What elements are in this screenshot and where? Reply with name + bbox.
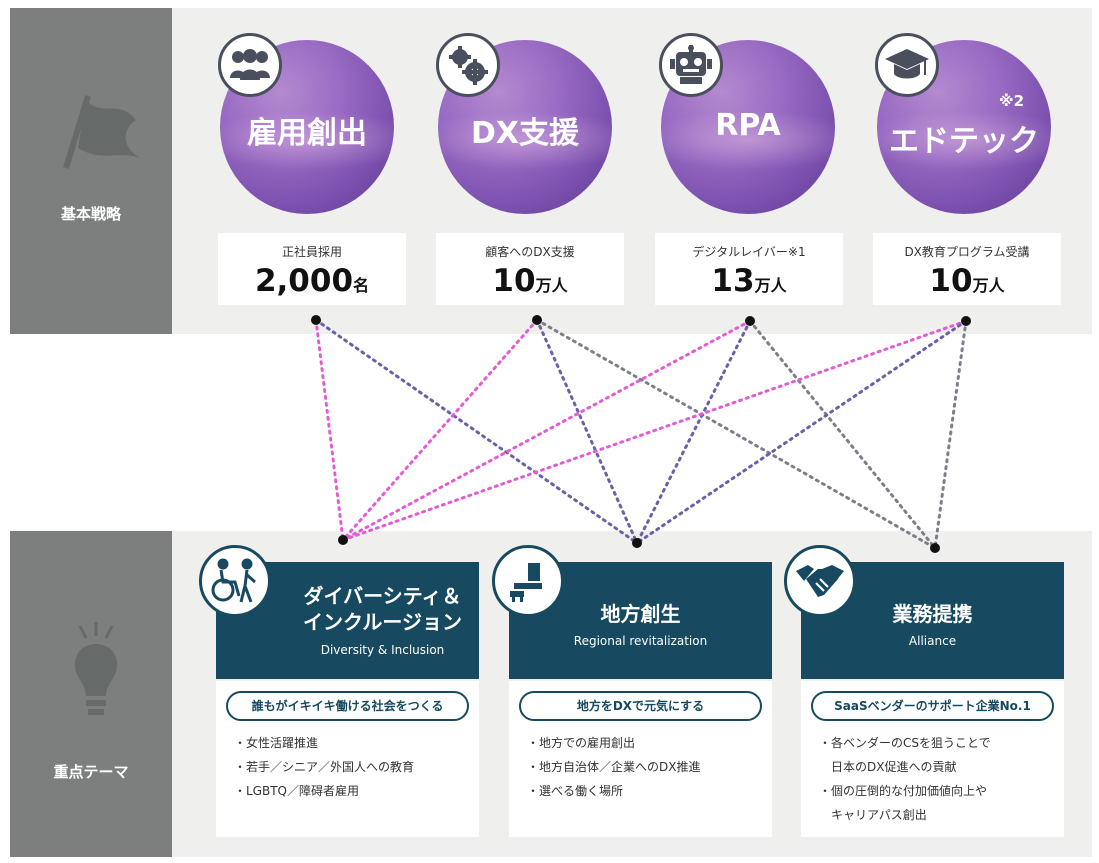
flag-icon (63, 95, 140, 169)
wheelchair-icon (199, 545, 271, 617)
strategy-circle-rpa: RPA (661, 40, 835, 214)
bullet-item: ・個の圧倒的な付加価値向上や (819, 784, 988, 798)
bullet-item: ・LGBTQ／障碍者雇用 (234, 784, 359, 798)
lightbulb-icon (74, 622, 118, 715)
people-icon (218, 33, 282, 97)
bullet-item: キャリアパス創出 (819, 808, 927, 822)
theme-subtitle: Regional revitalization (573, 634, 708, 648)
theme-body-regional: 地方をDXで元気にする ・地方での雇用創出 ・地方自治体／企業へのDX推進 ・選… (509, 681, 772, 837)
stat-label: 正社員採用 (281, 245, 342, 259)
stat-value: 13万人 (711, 263, 787, 299)
theme-body-alliance: SaaSベンダーのサポート企業No.1 ・各ベンダーのCSを狙うことで 日本のD… (801, 681, 1064, 837)
theme-subtitle: Alliance (908, 634, 957, 648)
bullet-item: ・選べる働く場所 (527, 784, 624, 798)
stat-card: 顧客へのDX支援 10万人 (436, 233, 624, 305)
strategy-sidebar: 基本戦略 (10, 8, 172, 334)
theme-slogan: 地方をDXで元気にする (519, 691, 762, 721)
strategy-circle-employment: 雇用創出 (220, 40, 394, 214)
strategy-note: ※2 (999, 92, 1025, 110)
stat-value: 2,000名 (254, 263, 370, 299)
theme-subtitle: Diversity & Inclusion (320, 643, 445, 657)
theme-slogan: SaaSベンダーのサポート企業No.1 (811, 691, 1054, 721)
theme-title: 業務提携 (892, 602, 973, 626)
stat-value: 10万人 (929, 263, 1005, 299)
theme-slogan: 誰もがイキイキ働ける社会をつくる (226, 691, 469, 721)
bullet-item: ・地方での雇用創出 (527, 736, 636, 750)
theme-title: ダイバーシティ＆ (303, 584, 462, 608)
theme-bullets: ・女性活躍推進 ・若手／シニア／外国人への教育 ・LGBTQ／障碍者雇用 (234, 731, 414, 803)
strategy-circle-dx: DX支援 (438, 40, 612, 214)
handshake-icon (784, 545, 856, 617)
strategy-title: DX支援 (470, 116, 580, 151)
stat-card: DX教育プログラム受講 10万人 (873, 233, 1061, 305)
stat-label: 顧客へのDX支援 (485, 245, 575, 259)
strategy-title: 雇用創出 (247, 116, 367, 151)
strategy-label: 基本戦略 (60, 205, 121, 223)
theme-bullets: ・地方での雇用創出 ・地方自治体／企業へのDX推進 ・選べる働く場所 (527, 731, 700, 803)
robot-icon (659, 33, 723, 97)
theme-bullets: ・各ベンダーのCSを狙うことで 日本のDX促進への貢献 ・個の圧倒的な付加価値向… (819, 731, 991, 827)
theme-label: 重点テーマ (53, 763, 129, 781)
theme-title: インクルージョン (303, 610, 462, 634)
bullet-item: ・女性活躍推進 (234, 736, 319, 750)
strategy-title: RPA (715, 108, 781, 143)
chair-icon (492, 545, 564, 617)
bullet-item: ・各ベンダーのCSを狙うことで (819, 736, 991, 750)
stat-card: 正社員採用 2,000名 (218, 233, 406, 305)
stat-value: 10万人 (492, 263, 568, 299)
theme-body-diversity: 誰もがイキイキ働ける社会をつくる ・女性活躍推進 ・若手／シニア／外国人への教育… (216, 681, 479, 837)
stat-card: デジタルレイバー※1 13万人 (655, 233, 843, 305)
graduation-cap-icon (875, 33, 939, 97)
stat-label: デジタルレイバー※1 (692, 245, 806, 259)
strategy-title: エドテック (889, 124, 1039, 159)
gears-icon (436, 33, 500, 97)
bullet-item: 日本のDX促進への貢献 (819, 760, 957, 774)
bullet-item: ・地方自治体／企業へのDX推進 (527, 760, 701, 774)
stat-label: DX教育プログラム受講 (904, 245, 1030, 259)
theme-title: 地方創生 (600, 602, 681, 626)
bullet-item: ・若手／シニア／外国人への教育 (234, 760, 415, 774)
